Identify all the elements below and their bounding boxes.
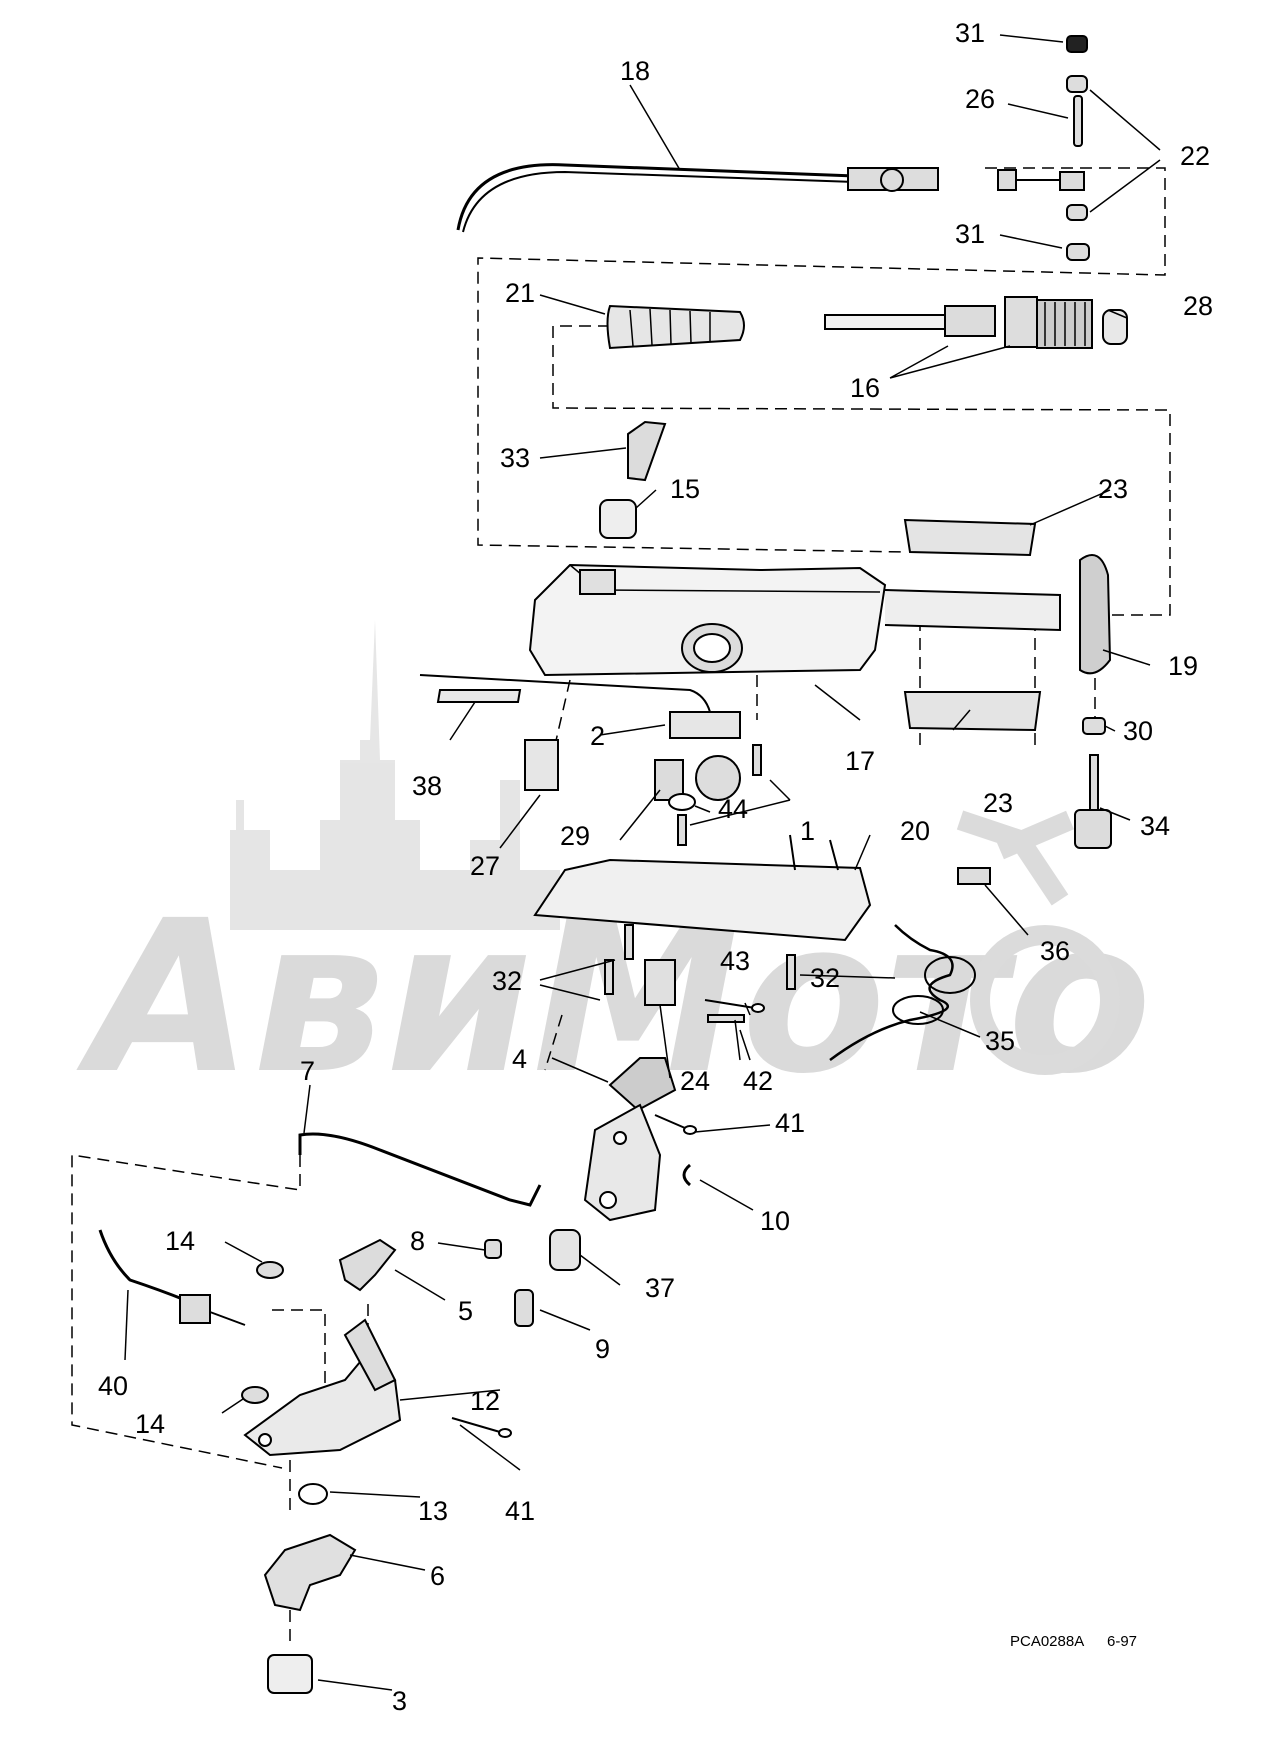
label-5: 5 — [458, 1296, 473, 1326]
label-32-left: 32 — [492, 966, 522, 996]
label-36: 36 — [1040, 936, 1070, 966]
label-23-bottom: 23 — [983, 788, 1013, 818]
part-28-cap — [1102, 309, 1128, 345]
part-36-clip — [957, 867, 991, 885]
label-18: 18 — [620, 56, 650, 86]
label-41-top: 41 — [775, 1108, 805, 1138]
part-23-lower-clamp — [903, 691, 1042, 732]
label-16: 16 — [850, 373, 880, 403]
part-19-grip-end — [1079, 554, 1112, 675]
label-6: 6 — [430, 1561, 445, 1591]
part-31-top-nut — [1066, 35, 1088, 53]
part-22-top-bushing — [1066, 75, 1088, 93]
label-12: 12 — [470, 1386, 500, 1416]
part-32-screws — [604, 924, 796, 995]
part-35-lanyard — [829, 924, 976, 1062]
label-41-bottom: 41 — [505, 1496, 535, 1526]
label-26: 26 — [965, 84, 995, 114]
part-16-throttle-shaft — [824, 296, 1093, 349]
label-8: 8 — [410, 1226, 425, 1256]
part-6-cam — [263, 1533, 357, 1612]
label-10: 10 — [760, 1206, 790, 1236]
label-21: 21 — [505, 278, 535, 308]
label-4: 4 — [512, 1044, 527, 1074]
callout-labels: 31 18 26 22 31 21 28 16 33 15 23 19 2 30… — [98, 18, 1213, 1716]
label-17: 17 — [845, 746, 875, 776]
part-40-wire — [98, 1229, 246, 1326]
part-41-cotter-pin-top — [654, 1114, 697, 1135]
part-10-clip — [682, 1163, 692, 1187]
part-38-strip — [436, 689, 522, 703]
label-22: 22 — [1180, 141, 1210, 171]
label-24: 24 — [680, 1066, 710, 1096]
label-2: 2 — [590, 721, 605, 751]
label-32-right: 32 — [810, 963, 840, 993]
parts — [98, 35, 1128, 1694]
label-20: 20 — [900, 816, 930, 846]
drawing-code: PCA0288A 6-97 — [1010, 1633, 1137, 1650]
label-37: 37 — [645, 1273, 675, 1303]
part-33-screw — [627, 420, 667, 482]
part-30-nut — [1082, 717, 1106, 735]
label-31-bottom: 31 — [955, 219, 985, 249]
part-18-cable — [456, 163, 1085, 233]
drawing-number: PCA0288A — [1010, 1633, 1084, 1650]
part-17-handle-housing — [528, 563, 1061, 677]
label-35: 35 — [985, 1026, 1015, 1056]
part-34-adjuster — [1074, 754, 1112, 849]
label-1: 1 — [800, 816, 815, 846]
watermark-skyline — [230, 620, 560, 930]
label-23-top: 23 — [1098, 474, 1128, 504]
label-31-top: 31 — [955, 18, 985, 48]
part-7-rod — [298, 1132, 542, 1207]
leader-lines — [124, 34, 1161, 1691]
label-19: 19 — [1168, 651, 1198, 681]
part-1-screws — [677, 744, 762, 846]
part-14-screws — [241, 1261, 284, 1404]
part-2-switch — [419, 674, 741, 801]
part-26-pin — [1073, 95, 1083, 147]
label-9: 9 — [595, 1334, 610, 1364]
part-15-sleeve — [599, 499, 637, 539]
watermark-motorbike-icon — [956, 810, 1120, 1075]
part-44-washer — [668, 793, 696, 811]
part-4-handle-lever — [583, 1057, 677, 1222]
part-12-bracket-base — [243, 1318, 402, 1457]
part-42-pin — [707, 1014, 745, 1023]
part-9-pin — [514, 1289, 534, 1327]
part-22-bottom-bushing — [1066, 204, 1088, 221]
part-8-pin — [484, 1239, 502, 1259]
label-38: 38 — [412, 771, 442, 801]
label-15: 15 — [670, 474, 700, 504]
drawing-date: 6-97 — [1107, 1633, 1137, 1650]
label-43: 43 — [720, 946, 750, 976]
label-40: 40 — [98, 1371, 128, 1401]
part-41-cotter-pin-lower — [451, 1417, 512, 1438]
label-3: 3 — [392, 1686, 407, 1716]
label-7: 7 — [300, 1056, 315, 1086]
label-30: 30 — [1123, 716, 1153, 746]
part-21-grip — [606, 304, 745, 350]
part-5-cam-lever — [338, 1238, 397, 1292]
label-14-top: 14 — [165, 1226, 195, 1256]
label-13: 13 — [418, 1496, 448, 1526]
part-24-switch — [644, 959, 676, 1006]
label-33: 33 — [500, 443, 530, 473]
part-27-bracket — [524, 739, 559, 791]
part-20-plate — [533, 834, 872, 942]
part-37-bushing — [549, 1229, 581, 1271]
part-13-ring — [298, 1483, 328, 1505]
label-14-bottom: 14 — [135, 1409, 165, 1439]
label-28: 28 — [1183, 291, 1213, 321]
label-27: 27 — [470, 851, 500, 881]
part-31-bottom-nut — [1066, 243, 1090, 261]
label-44: 44 — [718, 794, 748, 824]
part-3-bushing — [267, 1654, 313, 1694]
label-42: 42 — [743, 1066, 773, 1096]
label-29: 29 — [560, 821, 590, 851]
part-23-upper-clamp — [903, 518, 1037, 557]
label-34: 34 — [1140, 811, 1170, 841]
